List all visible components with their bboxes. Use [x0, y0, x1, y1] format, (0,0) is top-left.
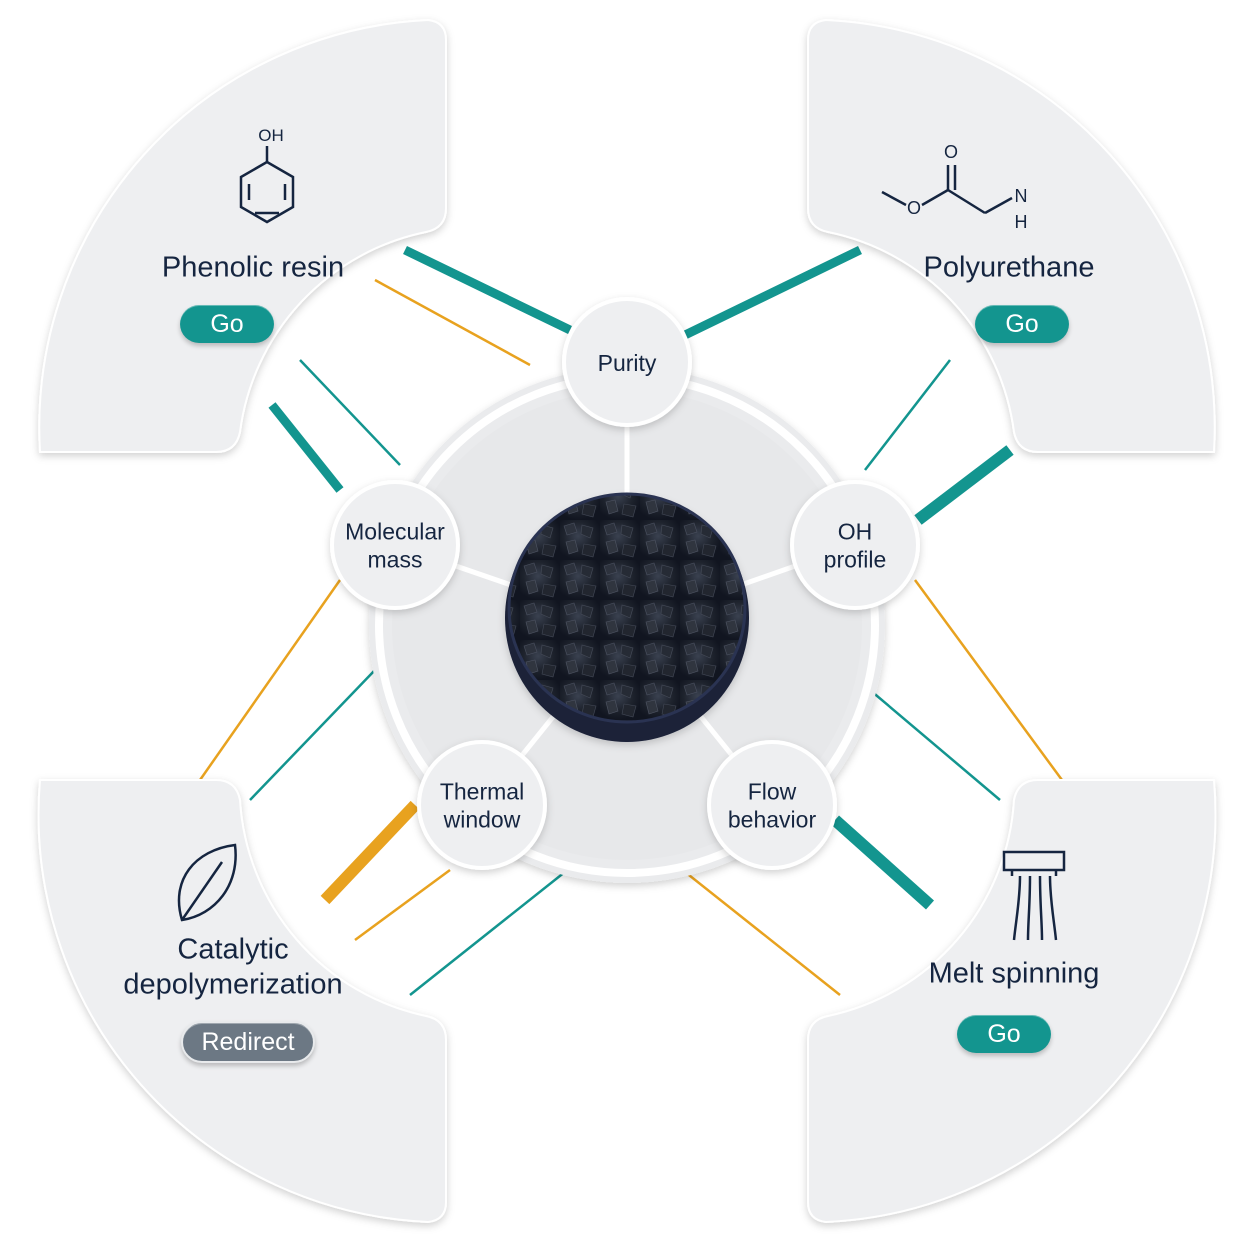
panel-polyurethane	[807, 18, 1216, 453]
metric-node-flow-behavior	[707, 740, 837, 870]
connector-line	[354, 868, 451, 942]
go-button-polyurethane[interactable]: Go	[975, 305, 1069, 343]
connector-line	[299, 359, 401, 466]
panel-title-melt-spinning: Melt spinning	[928, 957, 1100, 990]
carbamate-structure-icon: O O N H	[881, 142, 1028, 232]
metric-nodes	[330, 297, 920, 870]
metric-label-molecular-mass: Molecular mass	[345, 518, 445, 572]
svg-text:H: H	[1015, 212, 1028, 232]
leaf-icon	[177, 843, 237, 922]
metric-label-oh-profile: OH profile	[823, 518, 887, 572]
svg-text:O: O	[907, 198, 921, 218]
panel-title-phenolic-resin: Phenolic resin	[161, 251, 345, 284]
phenol-structure-icon: OH	[239, 126, 295, 224]
spinneret-icon	[1002, 850, 1066, 941]
connector-line	[249, 669, 376, 801]
metric-label-thermal-window: Thermal window	[439, 778, 525, 832]
metric-label-flow-behavior: Flow behavior	[727, 778, 817, 832]
connector-line	[409, 859, 581, 996]
connector-line	[683, 245, 862, 340]
metric-node-purity	[562, 297, 692, 427]
metric-label-purity: Purity	[597, 350, 657, 377]
go-button-melt-spinning[interactable]: Go	[957, 1015, 1051, 1053]
panel-title-polyurethane: Polyurethane	[923, 251, 1095, 284]
connector-line	[914, 445, 1014, 525]
panel-phenolic-resin	[38, 18, 447, 453]
connector-line	[830, 815, 935, 910]
metric-node-oh-profile	[790, 480, 920, 610]
connector-line	[320, 800, 420, 905]
connector-line	[869, 689, 1001, 801]
panel-title-catalytic-depolymerization: Catalytic depolymerization	[123, 933, 343, 1001]
redirect-button-catalytic-depolymerization[interactable]: Redirect	[181, 1021, 315, 1063]
connector-line	[913, 579, 1064, 781]
connector-line	[669, 859, 841, 996]
lignin-sample-disc	[505, 492, 749, 742]
metric-node-thermal-window	[417, 740, 547, 870]
svg-text:OH: OH	[258, 126, 284, 145]
svg-text:N: N	[1015, 186, 1028, 206]
go-button-phenolic-resin[interactable]: Go	[180, 305, 274, 343]
connector-lines	[198, 245, 1064, 996]
connector-line	[268, 402, 344, 493]
panel-catalytic-depolymerization	[37, 779, 447, 1224]
connector-line	[198, 579, 342, 781]
metric-node-molecular-mass	[330, 480, 460, 610]
svg-text:O: O	[944, 142, 958, 162]
connector-line	[374, 278, 531, 367]
connector-line	[403, 245, 572, 335]
connector-line	[864, 359, 951, 471]
application-panels	[37, 18, 1217, 1224]
